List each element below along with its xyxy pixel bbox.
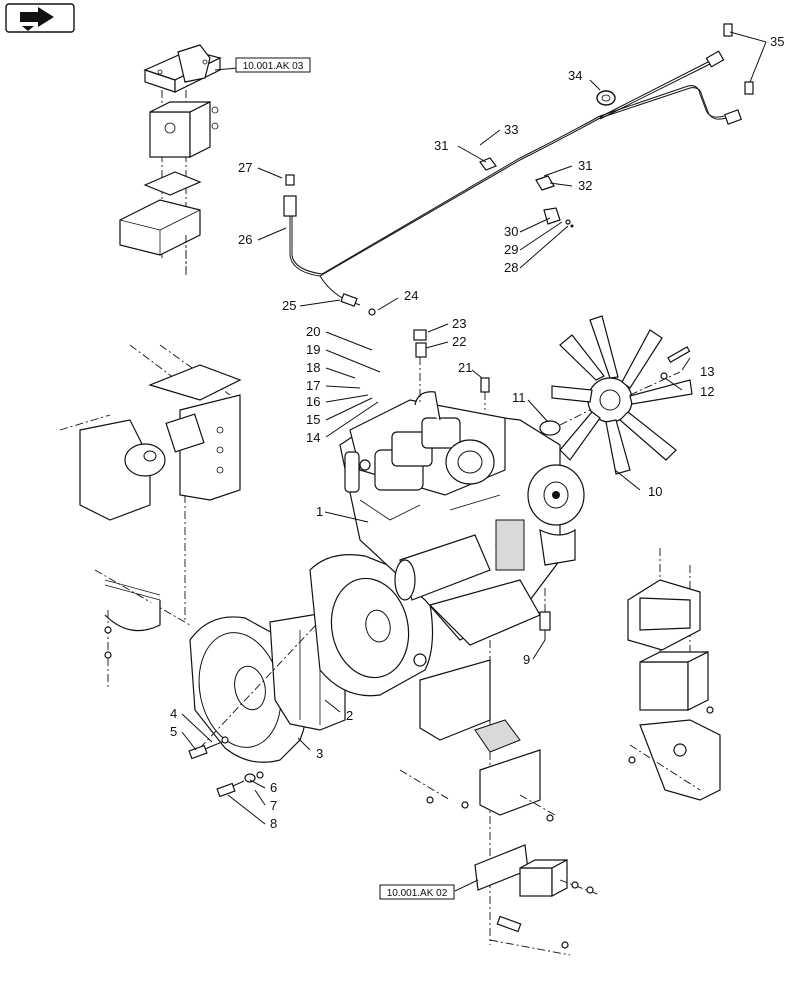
callout-21: 21 xyxy=(458,360,472,375)
callout-13: 13 xyxy=(700,364,714,379)
callout-numbers: 1 2 3 4 5 6 7 8 9 10 11 12 13 14 15 16 1… xyxy=(170,34,784,831)
flywheel-bolts xyxy=(188,736,264,798)
svg-text:10.001.AK 03: 10.001.AK 03 xyxy=(243,61,304,72)
callout-12: 12 xyxy=(700,384,714,399)
grommet-ring xyxy=(596,90,616,106)
wiring-harness xyxy=(283,23,754,316)
sensor-9 xyxy=(539,588,551,640)
callout-33: 33 xyxy=(504,122,518,137)
callout-24: 24 xyxy=(404,288,418,303)
callout-9: 9 xyxy=(523,652,530,667)
front-right-mount-assembly xyxy=(627,548,721,801)
leader-lines xyxy=(181,31,767,825)
callout-19: 19 xyxy=(306,342,320,357)
callout-34: 34 xyxy=(568,68,582,83)
lower-engine-mount-assembly xyxy=(399,640,601,956)
callout-7: 7 xyxy=(270,798,277,813)
callout-30: 30 xyxy=(504,224,518,239)
callout-15: 15 xyxy=(306,412,320,427)
sensor-21 xyxy=(480,377,490,410)
callout-28: 28 xyxy=(504,260,518,275)
callout-20: 20 xyxy=(306,324,320,339)
callout-26: 26 xyxy=(238,232,252,247)
callout-2: 2 xyxy=(346,708,353,723)
callout-16: 16 xyxy=(306,394,320,409)
callout-31-left: 31 xyxy=(434,138,448,153)
callout-31-right: 31 xyxy=(578,158,592,173)
callout-10: 10 xyxy=(648,484,662,499)
engine-block xyxy=(309,391,585,697)
callout-8: 8 xyxy=(270,816,277,831)
callout-17: 17 xyxy=(306,378,320,393)
callout-23: 23 xyxy=(452,316,466,331)
callout-4: 4 xyxy=(170,706,177,721)
callout-18: 18 xyxy=(306,360,320,375)
callout-29: 29 xyxy=(504,242,518,257)
callout-3: 3 xyxy=(316,746,323,761)
callout-5: 5 xyxy=(170,724,177,739)
callout-22: 22 xyxy=(452,334,466,349)
callout-27: 27 xyxy=(238,160,252,175)
callout-35: 35 xyxy=(770,34,784,49)
callout-32: 32 xyxy=(578,178,592,193)
banjo-bolt-22 xyxy=(413,329,427,405)
reference-tag-top[interactable]: 10.001.AK 03 xyxy=(235,57,311,73)
callout-11: 11 xyxy=(512,390,526,405)
front-left-mount-assembly xyxy=(59,344,242,690)
svg-text:10.001.AK 02: 10.001.AK 02 xyxy=(387,888,448,899)
harness-clips xyxy=(479,157,574,228)
cooling-fan xyxy=(539,315,693,475)
reference-tag-bottom[interactable]: 10.001.AK 02 xyxy=(379,884,455,900)
callout-14: 14 xyxy=(306,430,320,445)
callout-25: 25 xyxy=(282,298,296,313)
callout-6: 6 xyxy=(270,780,277,795)
arrow-to-page-icon[interactable] xyxy=(5,3,75,33)
rear-engine-mount-assembly xyxy=(119,44,222,275)
callout-1: 1 xyxy=(316,504,323,519)
